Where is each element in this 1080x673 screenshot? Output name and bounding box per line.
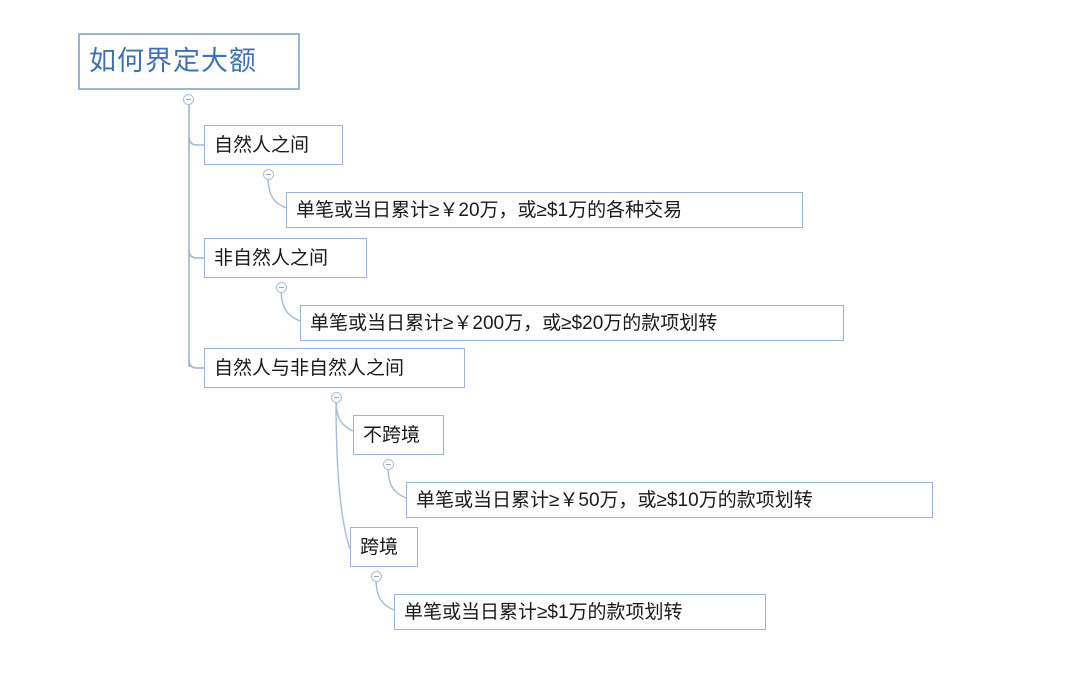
detail-non-natural-persons-label: 单笔或当日累计≥￥200万，或≥$20万的款项划转	[310, 312, 718, 334]
node-natural-persons[interactable]: 自然人之间	[204, 125, 343, 165]
collapse-toggle-not-cross-border[interactable]	[383, 459, 394, 470]
detail-natural-persons[interactable]: 单笔或当日累计≥￥20万，或≥$1万的各种交易	[286, 192, 803, 228]
detail-non-natural-persons[interactable]: 单笔或当日累计≥￥200万，或≥$20万的款项划转	[300, 305, 844, 341]
node-non-natural-persons[interactable]: 非自然人之间	[204, 238, 367, 278]
node-cross-border[interactable]: 跨境	[350, 527, 418, 567]
detail-natural-persons-label: 单笔或当日累计≥￥20万，或≥$1万的各种交易	[296, 199, 683, 221]
detail-cross-border[interactable]: 单笔或当日累计≥$1万的款项划转	[394, 594, 766, 630]
detail-not-cross-border-label: 单笔或当日累计≥￥50万，或≥$10万的款项划转	[416, 489, 813, 511]
node-natural-persons-label: 自然人之间	[214, 134, 310, 156]
detail-cross-border-label: 单笔或当日累计≥$1万的款项划转	[404, 601, 683, 623]
root-node-label: 如何界定大额	[89, 46, 257, 76]
node-non-natural-persons-label: 非自然人之间	[214, 247, 329, 269]
collapse-toggle-non-natural-persons[interactable]	[276, 282, 287, 293]
node-cross-border-label: 跨境	[360, 536, 399, 558]
collapse-toggle-natural-persons[interactable]	[263, 169, 274, 180]
detail-not-cross-border[interactable]: 单笔或当日累计≥￥50万，或≥$10万的款项划转	[406, 482, 933, 518]
node-natural-and-non-natural[interactable]: 自然人与非自然人之间	[204, 348, 465, 388]
collapse-toggle-cross-border[interactable]	[371, 571, 382, 582]
collapse-toggle-root[interactable]	[183, 94, 194, 105]
node-not-cross-border[interactable]: 不跨境	[353, 415, 444, 455]
root-node[interactable]: 如何界定大额	[78, 33, 300, 90]
collapse-toggle-natural-and-non-natural[interactable]	[331, 392, 342, 403]
node-natural-and-non-natural-label: 自然人与非自然人之间	[214, 357, 405, 379]
node-not-cross-border-label: 不跨境	[363, 424, 421, 446]
